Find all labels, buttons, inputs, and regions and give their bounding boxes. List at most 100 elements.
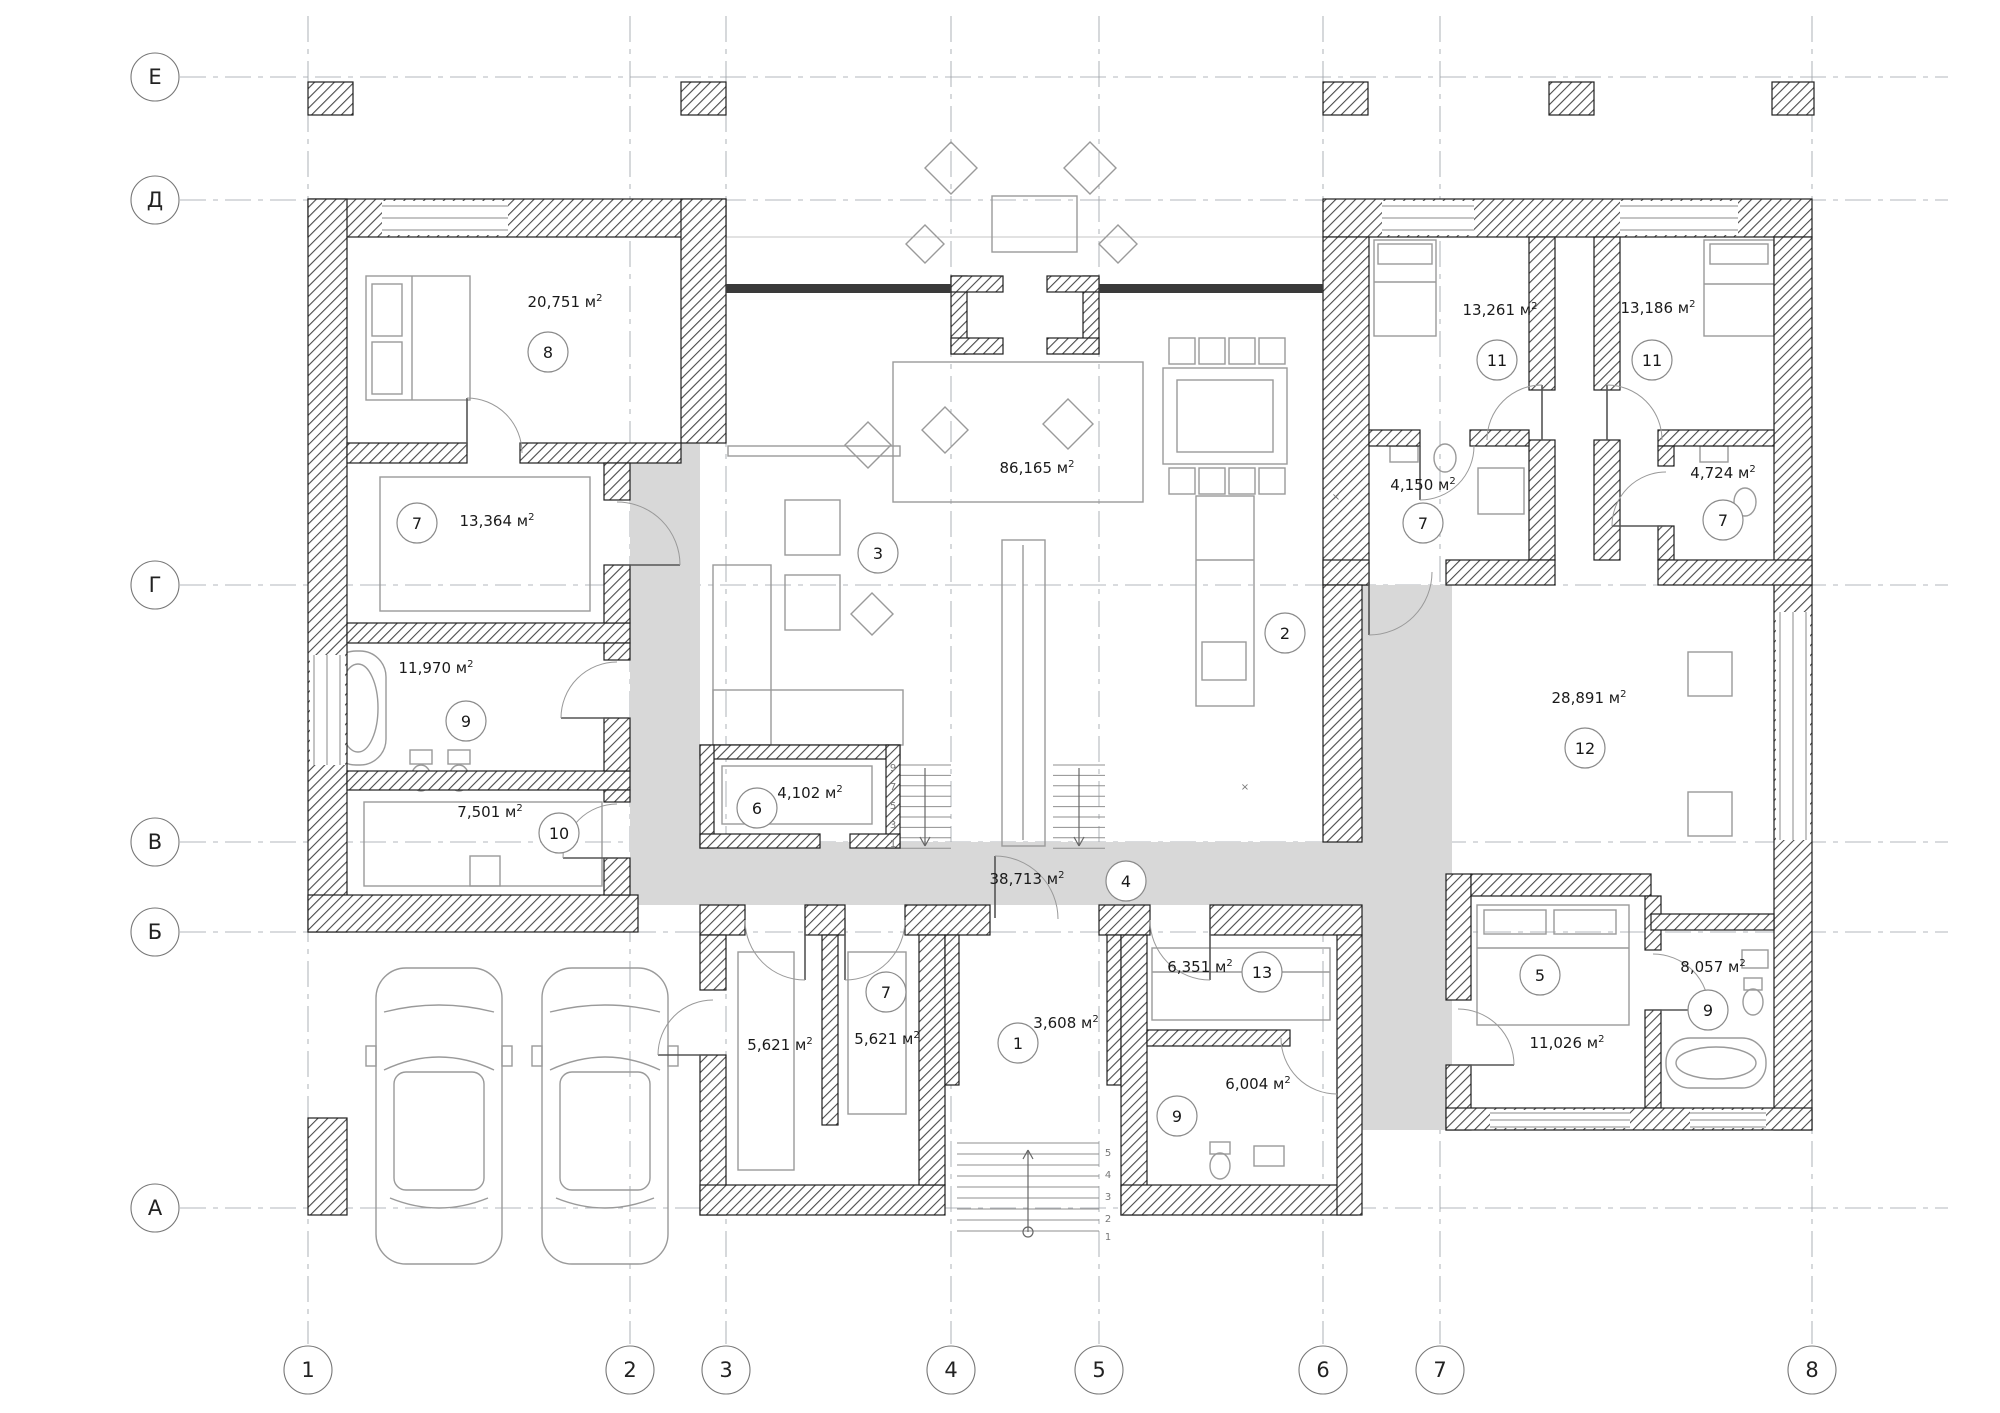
room-number-circle — [1519, 954, 1561, 996]
room-number-circle — [527, 331, 569, 373]
wall-segment — [1336, 934, 1363, 1216]
wall-segment — [307, 81, 354, 116]
wall-segment — [1322, 236, 1370, 586]
wall-segment — [1046, 337, 1100, 355]
room-number-circle — [1156, 1095, 1198, 1137]
door-swing-arc — [1486, 384, 1543, 441]
stair-arrow-head — [1073, 836, 1080, 847]
room-number-circle — [1702, 499, 1744, 541]
wall-segment — [307, 894, 639, 933]
furniture-curve — [555, 1197, 655, 1209]
room-area-value: 4,102 м — [777, 784, 836, 802]
room-number-circle — [997, 1022, 1039, 1064]
furniture-outline — [1198, 467, 1226, 495]
furniture-outline — [737, 951, 795, 1171]
grid-axis-label: 1 — [301, 1358, 314, 1382]
room-number-circle — [1687, 989, 1729, 1031]
room-area-sup: 2 — [1092, 1014, 1098, 1025]
wall-segment — [699, 934, 727, 991]
wall-segment — [699, 744, 715, 849]
room-number-label: 7 — [1718, 511, 1728, 530]
room-area-sup: 2 — [913, 1030, 919, 1041]
room-area-label: 6,004 м2 — [1225, 1075, 1290, 1093]
grid-axis-bubble — [1298, 1345, 1348, 1395]
furniture-chair — [844, 421, 892, 469]
room-number-label: 11 — [1642, 351, 1662, 370]
stair-tread-number: 2 — [1105, 1214, 1111, 1225]
room-area-sup: 2 — [467, 659, 473, 670]
room-area-value: 6,004 м — [1225, 1075, 1284, 1093]
room-number-circle — [1241, 951, 1283, 993]
furniture-outline — [375, 967, 503, 1265]
room-number-circle — [736, 787, 778, 829]
thin-walls-layer — [726, 284, 1323, 293]
door-swing-arc — [844, 919, 906, 981]
room-area-label: 11,970 м2 — [399, 659, 474, 677]
room-area-value: 13,261 м — [1463, 301, 1532, 319]
wall-segment — [1528, 236, 1556, 391]
wall-segment — [603, 717, 631, 772]
room-area-value: 38,713 м — [990, 870, 1059, 888]
wall-segment — [1548, 81, 1595, 116]
room-number-circle — [396, 502, 438, 544]
wall-segment — [1657, 429, 1775, 447]
wall-segment — [519, 442, 682, 464]
furniture-outline — [379, 476, 591, 612]
furniture-outline — [1228, 467, 1256, 495]
wall-segment — [918, 934, 946, 1186]
grid-axis-label: 6 — [1316, 1358, 1329, 1382]
door-swing-arc — [560, 661, 618, 719]
room-number-circle — [1264, 612, 1306, 654]
wall-segment — [1368, 429, 1421, 447]
furniture-chair — [905, 224, 945, 264]
wall-segment — [603, 462, 631, 501]
window — [1690, 1110, 1766, 1128]
furniture-chair — [921, 406, 969, 454]
door-swing-arc — [1419, 445, 1475, 501]
grid-axis-bubble — [130, 175, 180, 225]
room-area-label: 13,364 м2 — [460, 512, 535, 530]
furniture-outline — [1675, 1046, 1757, 1080]
room-area-value: 13,364 м — [460, 512, 529, 530]
wall-segment — [804, 904, 846, 936]
room-area-sup: 2 — [1620, 689, 1626, 700]
room-area-sup: 2 — [596, 293, 602, 304]
furniture-outline — [1258, 337, 1286, 365]
wall-segment — [1650, 913, 1775, 931]
room-area-sup: 2 — [1598, 1034, 1604, 1045]
furniture-outline — [1195, 495, 1255, 707]
furniture-outline — [667, 1045, 679, 1067]
furniture-outline — [1253, 1145, 1285, 1167]
grid-axis-bubble — [605, 1345, 655, 1395]
furniture-outline — [1665, 1037, 1767, 1089]
room-area-label: 13,186 м2 — [1621, 299, 1696, 317]
wall-segment — [1593, 439, 1621, 561]
furniture-outline — [1258, 467, 1286, 495]
furniture-outline — [1483, 909, 1547, 935]
stair-tread-number: 9 — [890, 763, 896, 774]
stair-arrow-head — [1027, 1149, 1034, 1160]
furniture-outline — [469, 855, 501, 887]
room-number-circle — [445, 700, 487, 742]
window — [1490, 1110, 1630, 1128]
room-area-value: 8,057 м — [1680, 958, 1739, 976]
furniture-outline — [721, 765, 873, 825]
furniture-outline — [1377, 243, 1433, 265]
wall-segment — [1322, 559, 1370, 586]
furniture-outline — [1477, 467, 1525, 515]
room-area-sup: 2 — [516, 803, 522, 814]
grid-axis-label: Е — [148, 65, 161, 89]
furniture-chair — [1098, 224, 1138, 264]
room-area-sup: 2 — [1531, 301, 1537, 312]
doors-layer — [466, 384, 1710, 1095]
room-area-value: 5,621 м — [747, 1036, 806, 1054]
stair-arrow-head — [924, 836, 931, 847]
room-number-label: 9 — [1172, 1107, 1182, 1126]
room-area-sup: 2 — [528, 512, 534, 523]
grid-axis-label: 8 — [1805, 1358, 1818, 1382]
door-swing-arc — [1368, 571, 1433, 636]
room-area-label: 13,261 м2 — [1463, 301, 1538, 319]
stair-tread-number: 1 — [890, 839, 896, 850]
room-number-label: 9 — [1703, 1001, 1713, 1020]
wall-segment — [821, 934, 839, 1126]
